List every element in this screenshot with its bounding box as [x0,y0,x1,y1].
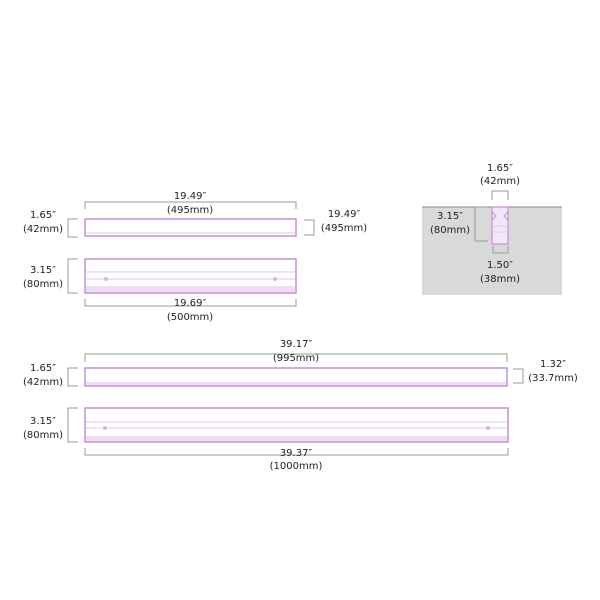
length-bracket [84,448,509,456]
length-bracket [84,201,297,209]
dim-label: 19.49″ [328,209,361,220]
short-fixture-side-view: 3.15″ (80mm) 19.69″ (500mm) [23,258,297,323]
dim-label: 3.15″ [30,416,56,427]
dim-label: 1.65″ [487,163,513,174]
dim-label: 19.49″ [174,191,207,202]
dim-label: (38mm) [480,274,520,285]
mount-point [103,426,107,430]
dim-label: (500mm) [167,312,213,323]
length-bracket [84,353,508,362]
mount-point [486,426,490,430]
fixture-top-outline [84,367,508,387]
shaded-band [86,286,295,292]
dim-label: (33.7mm) [528,373,578,384]
dim-label: (495mm) [321,223,367,234]
shaded-band [86,382,506,385]
fixture-top-outline [84,218,297,237]
dim-label: (80mm) [23,430,63,441]
dim-label: 1.65″ [30,210,56,221]
mount-point [273,277,277,281]
dim-label: (42mm) [23,224,63,235]
short-fixture-top-view: 19.49″ (495mm) 1.65″ (42mm) 19.49″ (495m… [23,191,367,238]
dim-label: (495mm) [167,205,213,216]
dim-label: 1.50″ [487,260,513,271]
dim-label: 39.37″ [280,448,313,459]
right-bracket [513,368,524,384]
long-fixture-top-view: 39.17″ (995mm) 1.65″ (42mm) 1.32″ (33.7m… [23,339,578,388]
dim-label: 3.15″ [437,211,463,222]
height-bracket [67,218,78,238]
long-fixture-side-view: 3.15″ (80mm) 39.37″ (1000mm) [23,407,509,472]
height-bracket [67,407,78,443]
dim-label: (80mm) [430,225,470,236]
length-bracket [84,299,297,307]
dim-label: (1000mm) [270,461,323,472]
dim-label: (80mm) [23,279,63,290]
top-width-bracket [491,190,509,200]
bottom-width-bracket [492,246,509,254]
shaded-band [86,436,507,441]
dim-label: (995mm) [273,353,319,364]
dim-label: 39.17″ [280,339,313,350]
profile-notch [491,211,509,221]
mount-point [104,277,108,281]
height-bracket [474,206,488,242]
dim-label: (42mm) [23,377,63,388]
dim-label: (42mm) [480,176,520,187]
height-bracket [67,258,78,294]
dim-label: 1.32″ [540,359,566,370]
dim-label: 1.65″ [30,363,56,374]
dim-label: 19.69″ [174,298,207,309]
right-bracket [304,219,315,236]
height-bracket [67,367,78,387]
dim-label: 3.15″ [30,265,56,276]
profile-cross-section: 1.65″ (42mm) 3.15″ (80mm) 1.50″ (38mm) [422,163,562,295]
